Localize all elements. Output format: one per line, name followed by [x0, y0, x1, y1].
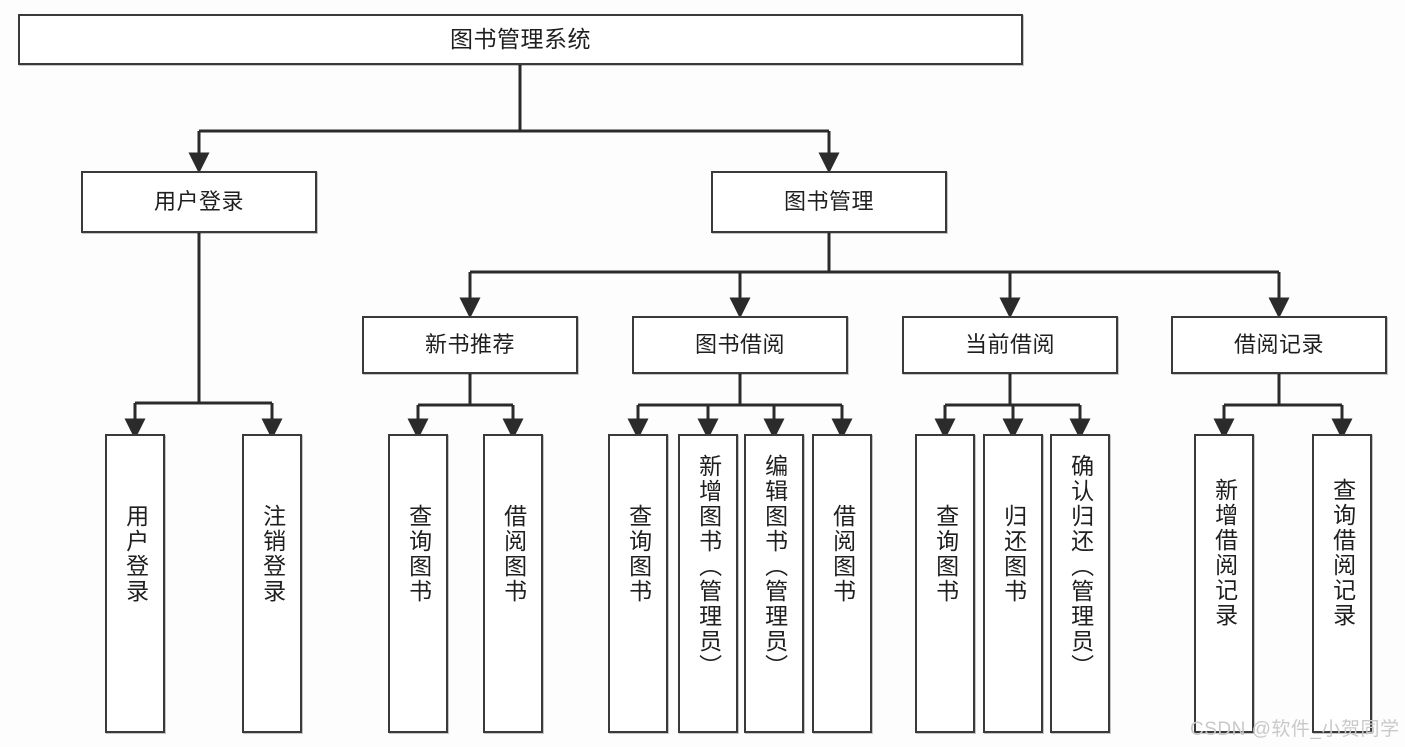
node-label: 查询图书 — [625, 504, 652, 604]
node-label: 新增借阅记录 — [1211, 478, 1238, 628]
node-label: 查询图书 — [405, 504, 432, 604]
leaf-logout-login[interactable]: 注销登录 — [242, 434, 302, 733]
node-new-book-recommend[interactable]: 新书推荐 — [362, 316, 578, 374]
leaf-confirm-return-admin[interactable]: 确认归还（管理员） — [1050, 434, 1110, 733]
node-label: 确认归还（管理员） — [1067, 454, 1094, 679]
node-label: 图书借阅 — [694, 332, 785, 358]
node-label: 用户登录 — [122, 504, 149, 604]
leaf-add-book-admin[interactable]: 新增图书（管理员） — [678, 434, 738, 733]
leaf-user-login[interactable]: 用户登录 — [105, 434, 165, 733]
node-label: 图书管理 — [783, 189, 874, 215]
csdn-watermark: CSDN @软件_小贺同学 — [1190, 719, 1400, 740]
node-label: 新书推荐 — [424, 332, 515, 358]
node-label: 用户登录 — [153, 189, 244, 215]
node-borrow-record[interactable]: 借阅记录 — [1171, 316, 1387, 374]
leaf-borrow-book[interactable]: 借阅图书 — [812, 434, 872, 733]
node-label: 归还图书 — [1000, 504, 1027, 604]
node-book-management[interactable]: 图书管理 — [711, 171, 947, 233]
node-book-borrow[interactable]: 图书借阅 — [632, 316, 848, 374]
node-label: 当前借阅 — [964, 332, 1055, 358]
node-current-borrow[interactable]: 当前借阅 — [902, 316, 1118, 374]
node-user-login[interactable]: 用户登录 — [81, 171, 317, 233]
node-label: 借阅图书 — [500, 504, 527, 604]
leaf-query-book-recommend[interactable]: 查询图书 — [388, 434, 448, 733]
leaf-query-book-borrow[interactable]: 查询图书 — [608, 434, 668, 733]
leaf-edit-book-admin[interactable]: 编辑图书（管理员） — [744, 434, 804, 733]
leaf-add-borrow-record[interactable]: 新增借阅记录 — [1194, 434, 1254, 733]
node-label: 新增图书（管理员） — [695, 454, 722, 679]
node-root-book-management-system[interactable]: 图书管理系统 — [18, 14, 1023, 65]
node-label: 查询图书 — [932, 504, 959, 604]
node-label: 借阅图书 — [829, 504, 856, 604]
leaf-query-borrow-record[interactable]: 查询借阅记录 — [1312, 434, 1372, 733]
leaf-query-book-current[interactable]: 查询图书 — [915, 434, 975, 733]
node-label: 编辑图书（管理员） — [761, 454, 788, 679]
node-label: 注销登录 — [259, 504, 286, 604]
node-label: 查询借阅记录 — [1329, 478, 1356, 628]
leaf-borrow-book-recommend[interactable]: 借阅图书 — [483, 434, 543, 733]
node-label: 图书管理系统 — [450, 26, 591, 53]
leaf-return-book[interactable]: 归还图书 — [983, 434, 1043, 733]
node-label: 借阅记录 — [1233, 332, 1324, 358]
